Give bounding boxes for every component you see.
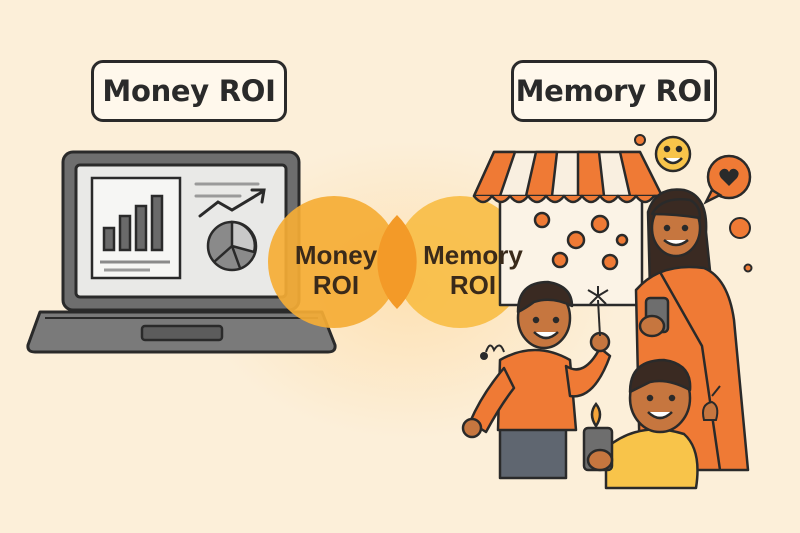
venn-diagram	[268, 196, 526, 328]
venn-right-label: Memory ROI	[412, 240, 534, 300]
heart-bubble-icon	[703, 154, 752, 205]
line-chart-icon	[194, 182, 266, 218]
memory-roi-label-text: Memory ROI	[515, 74, 713, 108]
venn-left-line1: Money	[294, 240, 378, 270]
venn-left-line2: ROI	[312, 270, 360, 300]
smiley-emoji-icon	[654, 135, 692, 173]
pie-chart-icon	[206, 220, 258, 272]
memory-roi-label: Memory ROI	[511, 60, 717, 122]
sparkler-icon	[587, 286, 609, 337]
decorative-dots	[634, 134, 753, 273]
venn-overlap	[377, 215, 417, 309]
candle-icon	[582, 401, 614, 472]
market-stall-icon	[472, 150, 664, 307]
boy-figure-right	[604, 358, 699, 490]
venn-right-circle	[394, 196, 526, 328]
music-note-doodle	[480, 344, 505, 360]
venn-left-label: Money ROI	[276, 240, 396, 300]
venn-right-line1: Memory	[423, 240, 523, 270]
bar-chart-icon	[90, 176, 182, 280]
raised-hand-doodle	[702, 385, 721, 421]
venn-left-circle	[268, 196, 400, 328]
money-roi-label: Money ROI	[91, 60, 287, 122]
boy-figure-left	[461, 280, 612, 480]
money-roi-label-text: Money ROI	[102, 74, 276, 108]
venn-right-line2: ROI	[449, 270, 497, 300]
